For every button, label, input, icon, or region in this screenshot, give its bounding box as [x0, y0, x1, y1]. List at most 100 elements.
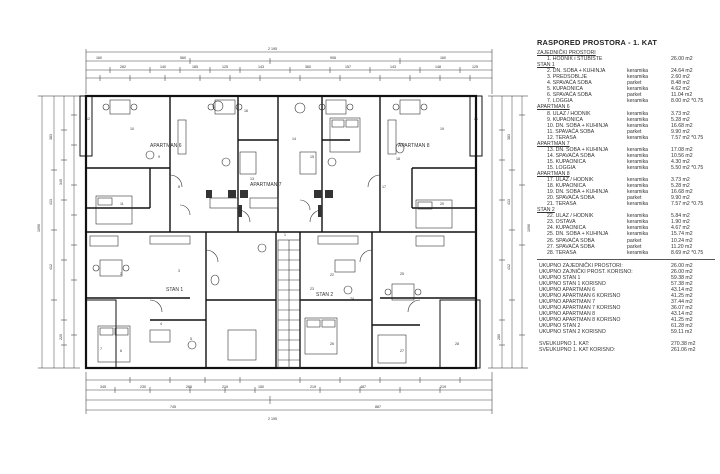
room-name: 14. SPAVAĆA SOBA	[547, 152, 595, 159]
total-label: UKUPNO APARTMAN 8 KORISNO	[539, 317, 621, 324]
total-row: SVEUKUPNO 1. KAT KORISNO:261.06 m2	[537, 347, 715, 353]
total-label: SVEUKUPNO 1. KAT:	[539, 341, 590, 348]
room-name: 24. KUPAONICA	[547, 225, 586, 232]
room-number: 25	[400, 272, 404, 276]
room-name: 6. SPAVAĆA SOBA	[547, 92, 592, 99]
divider	[537, 258, 715, 260]
room-name: 4. SPAVAĆA SOBA	[547, 80, 592, 87]
group-heading: APARTMAN 8	[537, 170, 570, 177]
total-label: UKUPNO STAN 1 KORISNO	[539, 280, 606, 287]
room-area: 11.20 m2	[671, 243, 693, 250]
room-row: 7. LOGGIA keramika 8.00 m2 *0.75	[537, 98, 715, 104]
room-name: 17. ULAZ / HODNIK	[547, 177, 594, 184]
room-number: 12	[86, 117, 90, 121]
dim-right: 413	[507, 199, 511, 205]
furniture	[89, 99, 453, 364]
dimension-lines	[38, 49, 528, 414]
total-area: 61.28 m2	[671, 323, 693, 330]
room-number: 11	[120, 202, 124, 206]
room-material: keramika	[627, 134, 649, 141]
room-name: 22. ULAZ / HODNIK	[547, 213, 594, 220]
room-area: 5.84 m2	[671, 213, 690, 220]
room-area: 8.69 m2 *0.75	[671, 249, 704, 256]
room-material: keramika	[627, 201, 649, 208]
room-area: 8.00 m2 *0.75	[671, 98, 704, 105]
room-number: 24	[350, 297, 354, 301]
room-name: 7. LOGGIA	[547, 98, 573, 105]
dim-top-overall: 2 195	[268, 47, 277, 51]
room-area: 17.08 m2	[671, 146, 693, 153]
room-number: 8	[178, 185, 180, 189]
dim-top: 160	[440, 56, 446, 60]
total-area: 59.11 m2	[671, 329, 693, 336]
dim-bottom: 745	[170, 405, 176, 409]
room-name: 15. LOGGIA	[547, 164, 576, 171]
room-number: 16	[244, 109, 248, 113]
room-area: 10.56 m2	[671, 152, 693, 159]
dim-top: 560	[180, 56, 186, 60]
total-label: UKUPNO ZAJEDNIČKI PROSTORI:	[539, 262, 623, 269]
total-label: UKUPNO APARTMAN 6 KORISNO	[539, 292, 621, 299]
room-schedule: RASPORED PROSTORA - 1. KAT ZAJEDNIČKI PR…	[537, 39, 715, 353]
room-material: keramika	[627, 249, 649, 256]
dim-bottom: 150	[258, 385, 264, 389]
room-area: 7.57 m2 *0.75	[671, 134, 704, 141]
room-area: 5.28 m2	[671, 183, 690, 190]
room-material: parket	[627, 92, 642, 99]
wall-columns	[206, 190, 333, 217]
room-material: keramika	[627, 158, 649, 165]
floor-plan-drawing: 1 2 3 4 5 6 7 8 9 10 11 12 13 14 15 16 1…	[37, 47, 531, 421]
group-heading: STAN 2	[537, 207, 555, 214]
dim-top: 262	[120, 65, 126, 69]
room-material: keramika	[627, 98, 649, 105]
group-heading: APARTMAN 7	[537, 140, 570, 147]
room-number: 26	[330, 342, 334, 346]
room-material: keramika	[627, 225, 649, 232]
room-material: keramika	[627, 86, 649, 93]
dim-bottom: 887	[375, 405, 381, 409]
dim-left: 412	[49, 264, 53, 270]
room-material: keramika	[627, 146, 649, 153]
room-material: keramika	[627, 152, 649, 159]
total-label: UKUPNO APARTMAN 8	[539, 311, 596, 318]
dim-bottom: 219	[222, 385, 228, 389]
dim-top: 125	[222, 65, 228, 69]
total-area: 261.06 m2	[671, 347, 696, 354]
dim-top: 157	[345, 65, 351, 69]
room-number: 14	[292, 137, 296, 141]
room-material: keramika	[627, 231, 649, 238]
total-row: SVEUKUPNO 1. KAT:270.38 m2	[537, 341, 715, 347]
room-material: parket	[627, 80, 642, 87]
room-numbers: 1 2 3 4 5 6 7 8 9 10 11 12 13 14 15 16 1…	[86, 109, 478, 353]
total-label: UKUPNO APARTMAN 7 KORISNO	[539, 304, 621, 311]
room-name: 12. TERASA	[547, 134, 577, 141]
room-area: 4.30 m2	[671, 158, 690, 165]
room-number: 2	[120, 272, 122, 276]
total-area: 26.00 m2	[671, 262, 693, 269]
room-name: 25. DN. SOBA + KUHINJA	[547, 231, 609, 238]
dim-bottom: 219	[310, 385, 316, 389]
room-area: 7.57 m2 *0.75	[671, 201, 704, 208]
total-row: UKUPNO ZAJNIČKI PROST. KORISNO:26.00 m2	[537, 269, 715, 275]
dim-bottom-overall: 2 195	[268, 417, 277, 421]
total-label: UKUPNO APARTMAN 7	[539, 298, 596, 305]
room-number: 18	[396, 157, 400, 161]
total-label: UKUPNO ZAJNIČKI PROST. KORISNO:	[539, 268, 633, 275]
total-area: 43.14 m2	[671, 286, 693, 293]
room-material: keramika	[627, 183, 649, 190]
